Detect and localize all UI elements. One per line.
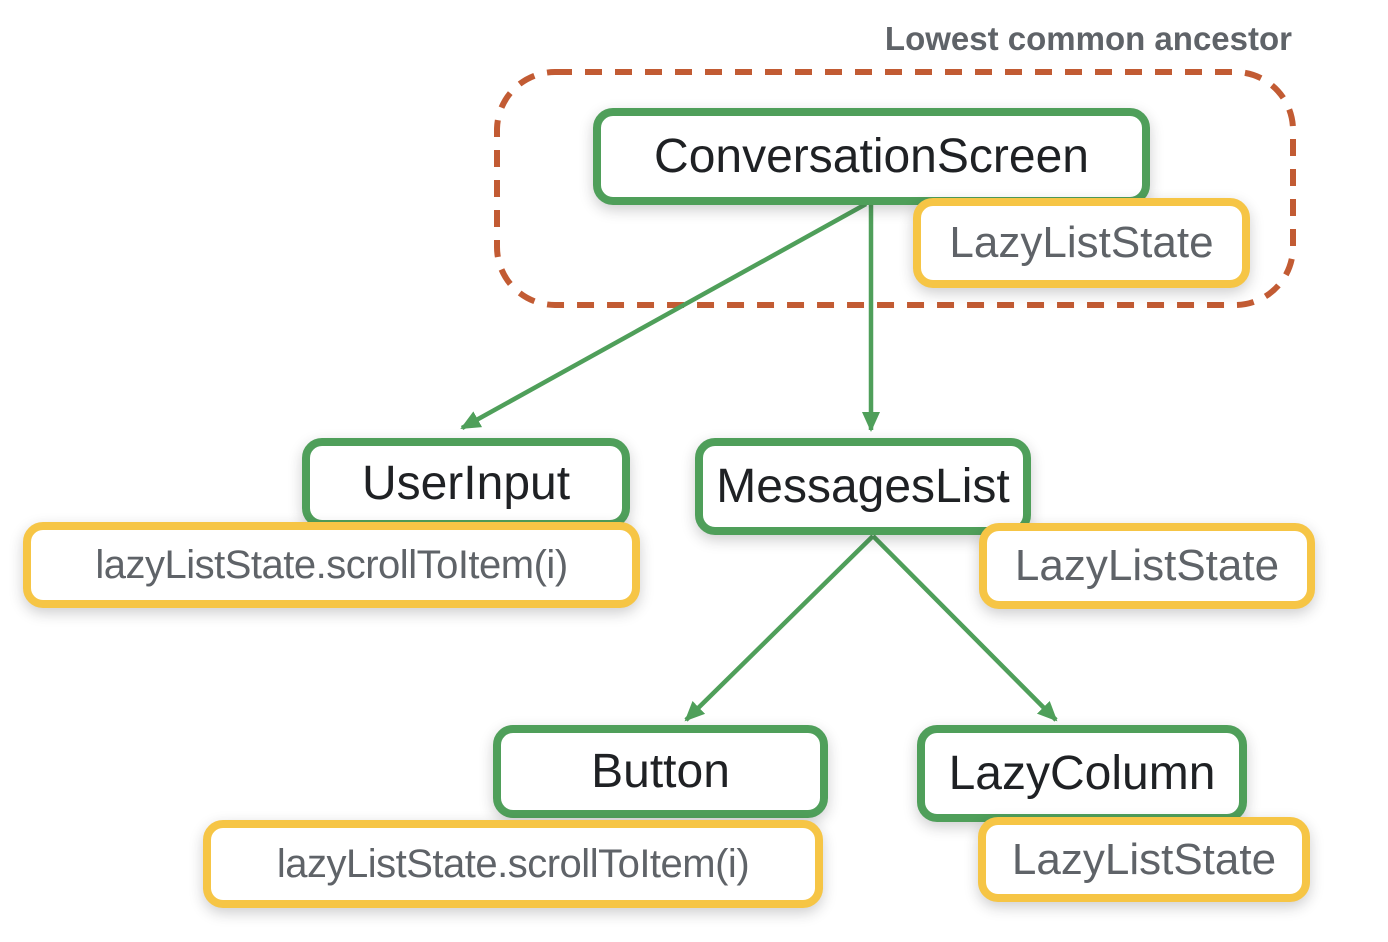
- arrow-conversationscreen-to-userinput: [460, 202, 868, 430]
- node-messages-list: MessagesList: [695, 438, 1031, 535]
- event-badge-user-input-label: lazyListState.scrollToItem(i): [95, 542, 568, 587]
- diagram-title: Lowest common ancestor: [884, 20, 1292, 57]
- event-badge-button-label: lazyListState.scrollToItem(i): [276, 841, 750, 886]
- node-user-input: UserInput: [302, 438, 630, 528]
- event-badge-button: lazyListState.scrollToItem(i): [203, 820, 823, 908]
- event-badge-user-input: lazyListState.scrollToItem(i): [23, 522, 640, 608]
- state-badge-lazy-column-label: LazyListState: [1011, 834, 1277, 884]
- arrow-messageslist-to-lazycolumn: [871, 534, 1058, 722]
- state-badge-messages-list: LazyListState: [979, 523, 1315, 609]
- node-lazy-column: LazyColumn: [917, 725, 1247, 822]
- node-user-input-label: UserInput: [361, 456, 571, 510]
- node-lazy-column-label: LazyColumn: [948, 747, 1216, 800]
- lowest-common-ancestor-outline: [494, 69, 1296, 308]
- state-badge-conversation-screen: LazyListState: [913, 198, 1250, 288]
- arrow-messageslist-to-button: [684, 534, 875, 722]
- node-messages-list-label: MessagesList: [716, 460, 1010, 513]
- state-badge-messages-list-label: LazyListState: [1014, 541, 1280, 590]
- state-badge-lazy-column: LazyListState: [978, 817, 1310, 902]
- node-button-label: Button: [591, 745, 730, 798]
- node-button: Button: [493, 725, 828, 818]
- node-conversation-screen: ConversationScreen: [593, 108, 1150, 205]
- state-badge-conversation-screen-label: LazyListState: [949, 218, 1214, 267]
- node-conversation-screen-label: ConversationScreen: [654, 130, 1089, 183]
